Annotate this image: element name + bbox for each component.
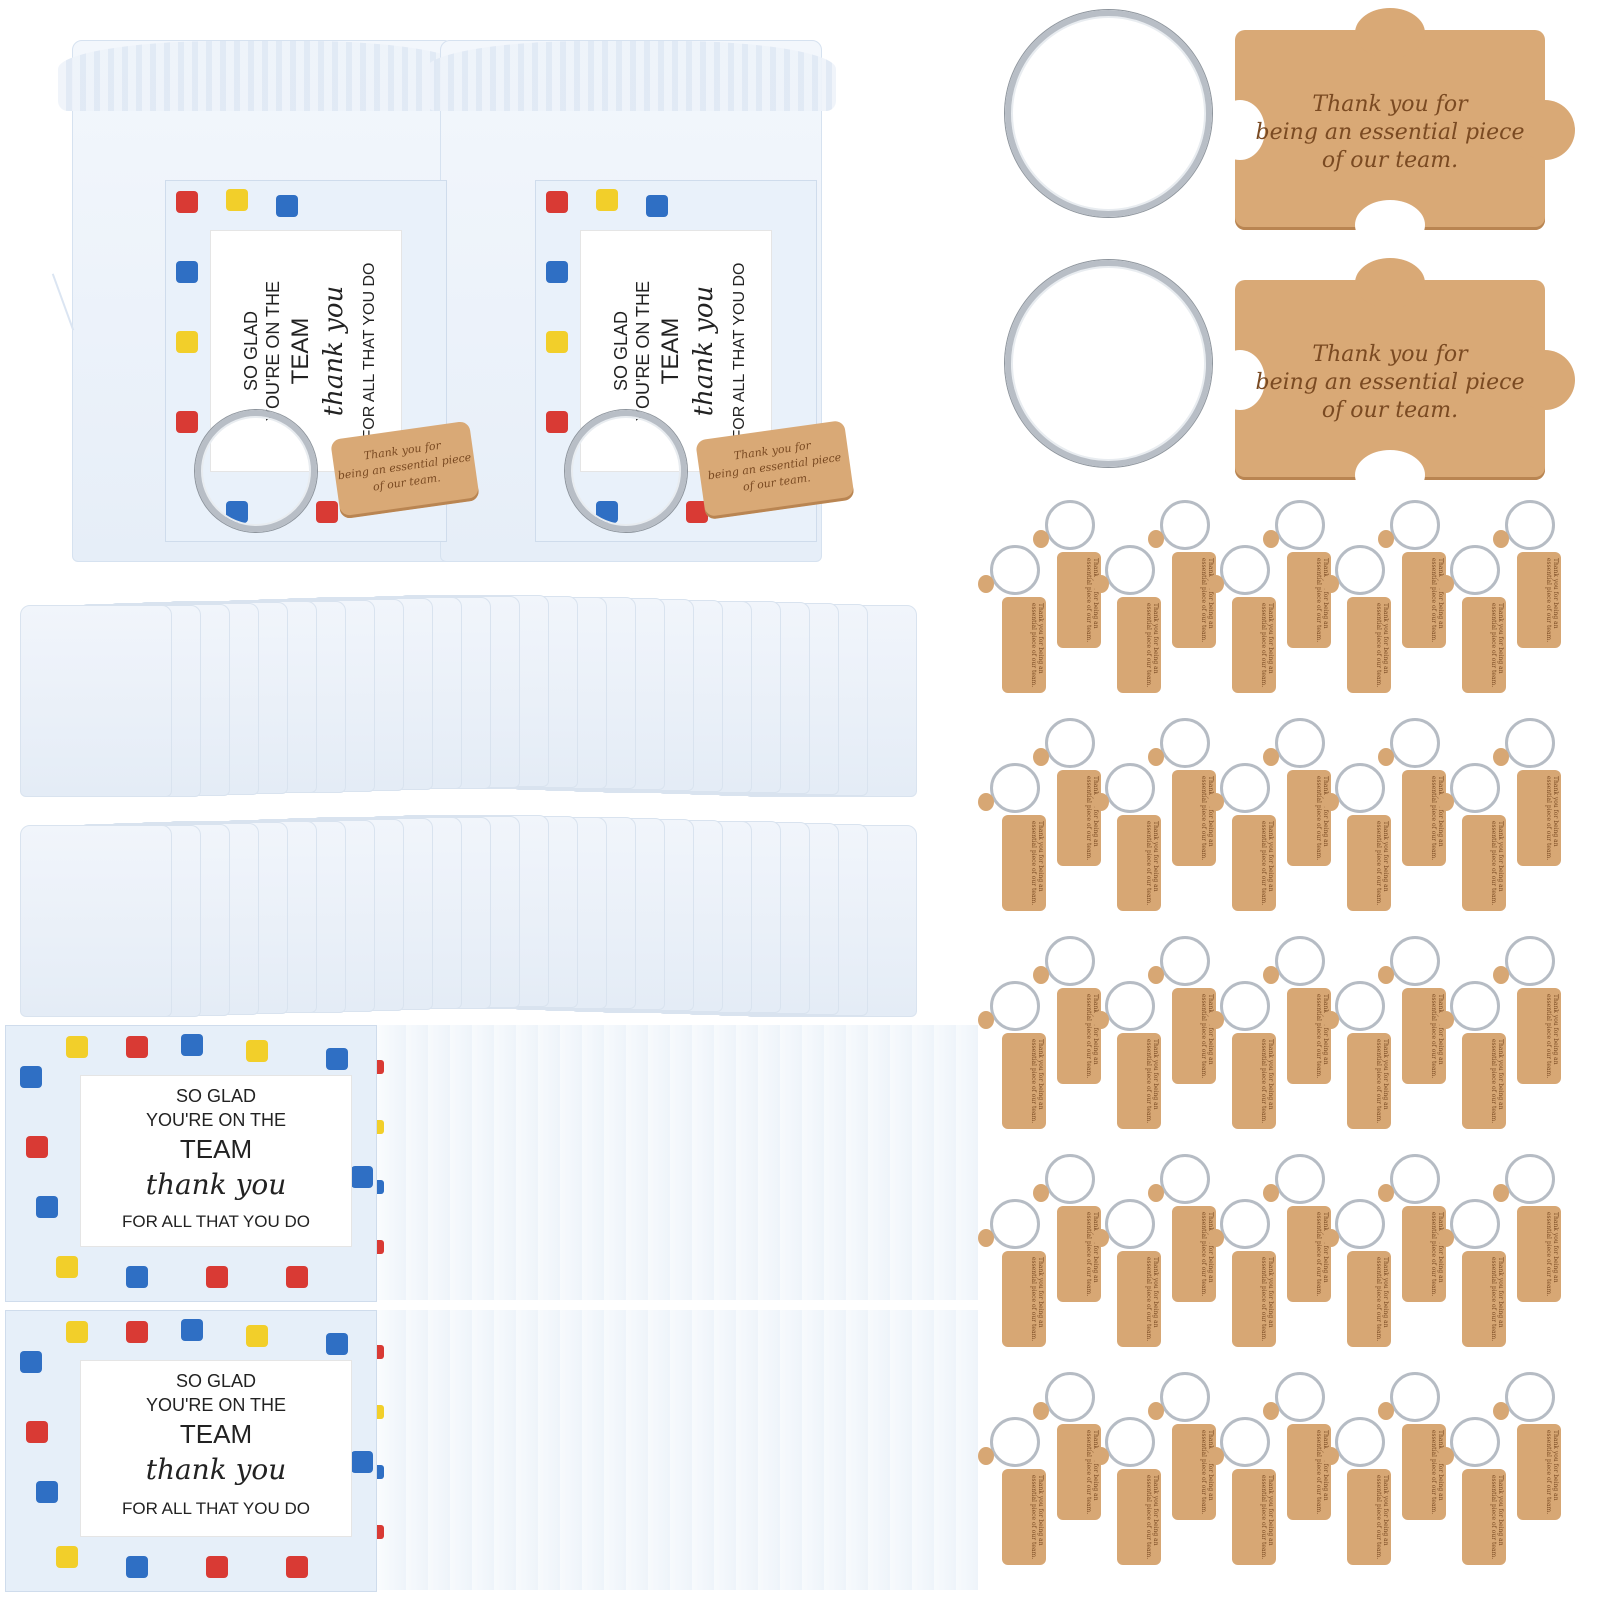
engraving-line3: of our team. xyxy=(1321,148,1459,173)
mini-engraving: Thank you for being an essential piece o… xyxy=(1490,1039,1504,1124)
mini-engraving: Thank you for being an essential piece o… xyxy=(1030,1475,1044,1560)
card-script-thank-you: thank you xyxy=(145,1453,287,1486)
mini-engraving: Thank you for being an essential piece o… xyxy=(1490,1475,1504,1560)
key-ring xyxy=(1005,10,1212,217)
organza-bag xyxy=(20,605,172,798)
card-text-line4: FOR ALL THAT YOU DO xyxy=(122,1212,310,1231)
mini-engraving: Thank you for being an essential piece o… xyxy=(1430,994,1444,1079)
drawstring xyxy=(51,273,75,331)
mini-engraving: Thank you for being an essential piece o… xyxy=(1490,821,1504,906)
mini-engraving: Thank you for being an essential piece o… xyxy=(1260,603,1274,688)
mini-engraving: Thank you for being an essential piece o… xyxy=(1145,1039,1159,1124)
engraving-line1: Thank you for xyxy=(1312,92,1468,117)
mini-engraving: Thank you for being an essential piece o… xyxy=(1260,821,1274,906)
mini-engraving: Thank you for being an essential piece o… xyxy=(1085,1430,1099,1515)
mini-engraving: Thank you for being an essential piece o… xyxy=(1375,1475,1389,1560)
card-text-team: TEAM xyxy=(179,1134,253,1164)
mini-engraving: Thank you for being an essential piece o… xyxy=(1315,1430,1329,1515)
mini-engraving: Thank you for being an essential piece o… xyxy=(1315,776,1329,861)
mini-engraving: Thank you for being an essential piece o… xyxy=(1145,821,1159,906)
card-text-team: TEAM xyxy=(179,1419,253,1449)
key-ring xyxy=(1005,260,1212,467)
mini-engraving: Thank you for being an essential piece o… xyxy=(1490,1257,1504,1342)
mini-engraving: Thank you for being an essential piece o… xyxy=(1260,1475,1274,1560)
mini-engraving: Thank you for being an essential piece o… xyxy=(1085,776,1099,861)
puzzle-piece-keychain: Thank you for being an essential piece o… xyxy=(1215,258,1575,500)
mini-engraving: Thank you for being an essential piece o… xyxy=(1200,776,1214,861)
mini-keychain-grid: Thank you for being an essential piece o… xyxy=(978,500,1595,1595)
mini-engraving: Thank you for being an essential piece o… xyxy=(1030,603,1044,688)
engraving-line3: of our team. xyxy=(1321,398,1459,423)
mini-engraving: Thank you for being an essential piece o… xyxy=(1315,994,1329,1079)
engraving-line1: Thank you for xyxy=(1312,342,1468,367)
card-text-line2: YOU'RE ON THE xyxy=(145,1110,287,1130)
engraving-line2: being an essential piece xyxy=(1255,370,1525,395)
mini-engraving: Thank you for being an essential piece o… xyxy=(1545,1430,1559,1515)
mini-engraving: Thank you for being an essential piece o… xyxy=(1145,603,1159,688)
card-text-line2: YOU'RE ON THE xyxy=(145,1395,287,1415)
organza-bag xyxy=(20,825,172,1018)
large-keychain-1: Thank you for being an essential piece o… xyxy=(1005,8,1595,250)
mini-engraving: Thank you for being an essential piece o… xyxy=(1145,1257,1159,1342)
mini-engraving: Thank you for being an essential piece o… xyxy=(1430,1430,1444,1515)
mini-engraving: Thank you for being an essential piece o… xyxy=(1030,821,1044,906)
mini-engraving: Thank you for being an essential piece o… xyxy=(1030,1039,1044,1124)
front-thank-you-card: SO GLAD YOU'RE ON THE TEAM thank you FOR… xyxy=(5,1310,377,1592)
organza-bag-stack-row-1 xyxy=(10,585,970,798)
mini-engraving: Thank you for being an essential piece o… xyxy=(1490,603,1504,688)
mini-engraving: Thank you for being an essential piece o… xyxy=(1200,1430,1214,1515)
card-script-thank-you: thank you xyxy=(689,285,719,417)
mini-engraving: Thank you for being an essential piece o… xyxy=(1315,558,1329,643)
mini-engraving: Thank you for being an essential piece o… xyxy=(1085,1212,1099,1297)
puzzle-piece-keychain: Thank you for being an essential piece o… xyxy=(1215,8,1575,250)
mini-engraving: Thank you for being an essential piece o… xyxy=(1430,776,1444,861)
card-script-thank-you: thank you xyxy=(145,1168,287,1201)
engraving-line2: being an essential piece xyxy=(1255,120,1525,145)
mini-engraving: Thank you for being an essential piece o… xyxy=(1430,1212,1444,1297)
mini-engraving: Thank you for being an essential piece o… xyxy=(1375,1039,1389,1124)
card-stack-1: SO GLAD YOU'RE ON THE TEAM thank you FOR… xyxy=(5,1025,978,1302)
mini-engraving: Thank you for being an essential piece o… xyxy=(1430,558,1444,643)
mini-engraving: Thank you for being an essential piece o… xyxy=(1375,821,1389,906)
mini-engraving: Thank you for being an essential piece o… xyxy=(1545,776,1559,861)
mini-engraving: Thank you for being an essential piece o… xyxy=(1200,994,1214,1079)
mini-engraving: Thank you for being an essential piece o… xyxy=(1200,1212,1214,1297)
card-text-line1: SO GLAD xyxy=(175,1371,257,1391)
mini-engraving: Thank you for being an essential piece o… xyxy=(1085,994,1099,1079)
mini-engraving: Thank you for being an essential piece o… xyxy=(1545,994,1559,1079)
mini-engraving: Thank you for being an essential piece o… xyxy=(1145,1475,1159,1560)
mini-engraving: Thank you for being an essential piece o… xyxy=(1545,1212,1559,1297)
front-thank-you-card: SO GLAD YOU'RE ON THE TEAM thank you FOR… xyxy=(5,1025,377,1302)
card-script-thank-you: thank you xyxy=(319,285,349,417)
mini-engraving: Thank you for being an essential piece o… xyxy=(1545,558,1559,643)
organza-bag-stack-row-2 xyxy=(10,805,970,1018)
mini-engraving: Thank you for being an essential piece o… xyxy=(1260,1257,1274,1342)
mini-engraving: Thank you for being an essential piece o… xyxy=(1200,558,1214,643)
mini-engraving: Thank you for being an essential piece o… xyxy=(1375,1257,1389,1342)
card-text-line1: SO GLAD xyxy=(175,1086,257,1106)
bag-ruffle xyxy=(425,41,837,111)
bag-ruffle xyxy=(57,41,469,111)
card-text-line4: FOR ALL THAT YOU DO xyxy=(122,1499,310,1518)
mini-engraving: Thank you for being an essential piece o… xyxy=(1315,1212,1329,1297)
mini-engraving: Thank you for being an essential piece o… xyxy=(1260,1039,1274,1124)
mini-engraving: Thank you for being an essential piece o… xyxy=(1030,1257,1044,1342)
card-stack-2: SO GLAD YOU'RE ON THE TEAM thank you FOR… xyxy=(5,1310,978,1592)
mini-engraving: Thank you for being an essential piece o… xyxy=(1085,558,1099,643)
large-keychain-2: Thank you for being an essential piece o… xyxy=(1005,255,1595,500)
mini-engraving: Thank you for being an essential piece o… xyxy=(1375,603,1389,688)
